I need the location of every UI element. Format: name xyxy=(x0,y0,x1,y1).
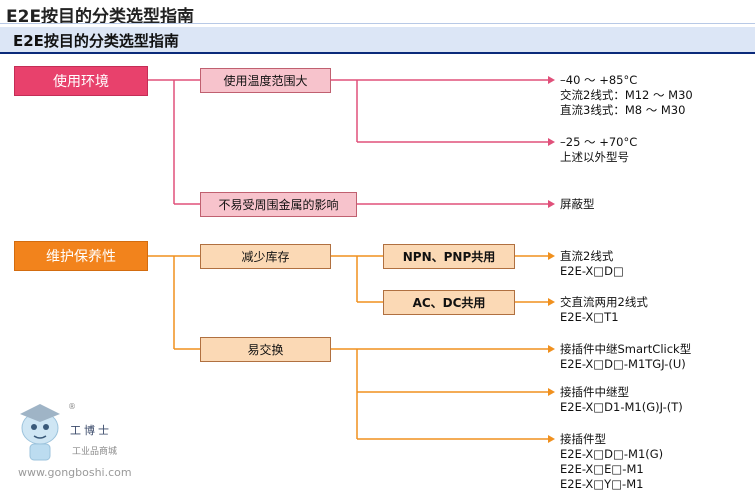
sub-ac-dc: AC、DC共用 xyxy=(383,290,515,315)
sub-npn-pnp: NPN、PNP共用 xyxy=(383,244,515,269)
watermark-logo: ® 工博士 工业品商城 www.gongboshi.com xyxy=(12,400,152,485)
category-maintenance-label: 维护保养性 xyxy=(46,249,116,265)
result-dc-2wire: 直流2线式 E2E-X□D□ xyxy=(560,249,624,279)
logo-subtitle: 工业品商城 xyxy=(72,447,118,457)
sub-npn-pnp-label: NPN、PNP共用 xyxy=(402,250,496,264)
result-line: E2E-X□D□ xyxy=(560,264,624,278)
result-line: 接插件中继型 xyxy=(560,385,629,399)
sub-temp-range: 使用温度范围大 xyxy=(200,68,331,93)
sub-reduce-stock: 减少库存 xyxy=(200,244,331,269)
result-line: E2E-X□D□-M1(G) xyxy=(560,447,664,461)
logo-url: www.gongboshi.com xyxy=(18,466,132,479)
result-relay-connector: 接插件中继型 E2E-X□D1-M1(G)J-(T) xyxy=(560,385,683,415)
result-line: 交直流两用2线式 xyxy=(560,295,648,309)
logo-brand: 工博士 xyxy=(70,424,112,437)
result-line: –25 ～ +70°C xyxy=(560,135,638,149)
result-line: 上述以外型号 xyxy=(560,150,629,164)
section-title: E2E按目的分类选型指南 xyxy=(13,32,179,50)
category-environment: 使用环境 xyxy=(14,66,148,96)
category-maintenance: 维护保养性 xyxy=(14,241,148,271)
category-environment-label: 使用环境 xyxy=(53,74,109,90)
section-rule xyxy=(0,52,755,54)
sub-ac-dc-label: AC、DC共用 xyxy=(412,296,486,310)
result-line: 接插件型 xyxy=(560,432,606,446)
result-smartclick: 接插件中继SmartClick型 E2E-X□D□-M1TGJ-(U) xyxy=(560,342,691,372)
result-line: 接插件中继SmartClick型 xyxy=(560,342,692,356)
sub-easy-swap: 易交换 xyxy=(200,337,331,362)
result-line: 屏蔽型 xyxy=(560,197,595,211)
page-title: E2E按目的分类选型指南 xyxy=(6,7,195,27)
result-acdc-2wire: 交直流两用2线式 E2E-X□T1 xyxy=(560,295,648,325)
header-rule xyxy=(0,23,755,24)
result-line: E2E-X□E□-M1 xyxy=(560,462,644,476)
sub-temp-range-label: 使用温度范围大 xyxy=(223,74,308,88)
result-connector: 接插件型 E2E-X□D□-M1(G) E2E-X□E□-M1 E2E-X□Y□… xyxy=(560,432,663,492)
result-shielded: 屏蔽型 xyxy=(560,197,595,212)
result-temp-wide: –40 ～ +85°C 交流2线式：M12 ～ M30 直流3线式：M8 ～ M… xyxy=(560,73,693,118)
page-header: E2E按目的分类选型指南 xyxy=(0,0,755,27)
result-line: 直流3线式：M8 ～ M30 xyxy=(560,103,686,117)
section-header: E2E按目的分类选型指南 xyxy=(0,27,755,54)
result-temp-other: –25 ～ +70°C 上述以外型号 xyxy=(560,135,637,165)
sub-metal-resistance-label: 不易受周围金属的影响 xyxy=(218,198,339,212)
sub-easy-swap-label: 易交换 xyxy=(247,343,284,357)
mascot-icon xyxy=(20,404,60,461)
result-line: –40 ～ +85°C xyxy=(560,73,638,87)
sub-metal-resistance: 不易受周围金属的影响 xyxy=(200,192,357,217)
result-line: 交流2线式：M12 ～ M30 xyxy=(560,88,693,102)
result-line: E2E-X□D1-M1(G)J-(T) xyxy=(560,400,683,414)
sub-reduce-stock-label: 减少库存 xyxy=(241,250,290,264)
registered-mark: ® xyxy=(68,402,76,411)
result-line: 直流2线式 xyxy=(560,249,614,263)
result-line: E2E-X□Y□-M1 xyxy=(560,477,644,491)
result-line: E2E-X□T1 xyxy=(560,310,619,324)
result-line: E2E-X□D□-M1TGJ-(U) xyxy=(560,357,686,371)
